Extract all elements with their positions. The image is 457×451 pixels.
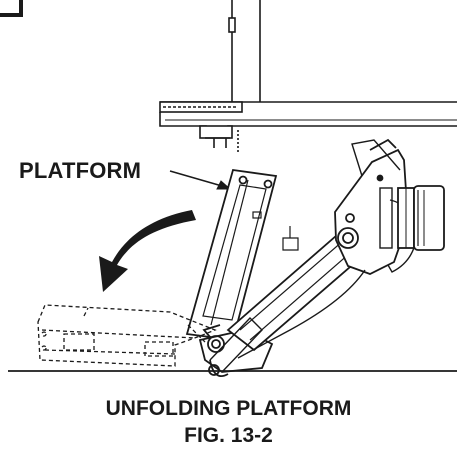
- corner-bracket: [0, 0, 23, 17]
- platform-callout-label: PLATFORM: [19, 158, 142, 183]
- unfolded-platform-dashed: [37, 304, 217, 367]
- pump-mount: [237, 138, 417, 359]
- vehicle-side-edge: [351, 139, 401, 177]
- motor: [397, 185, 445, 251]
- vehicle-body: [159, 0, 457, 154]
- figure-caption-number: FIG. 13-2: [184, 424, 273, 447]
- figure-caption-title: UNFOLDING PLATFORM: [105, 397, 352, 420]
- unfold-direction-arrow: [99, 210, 196, 292]
- callout-pointer: [169, 170, 232, 190]
